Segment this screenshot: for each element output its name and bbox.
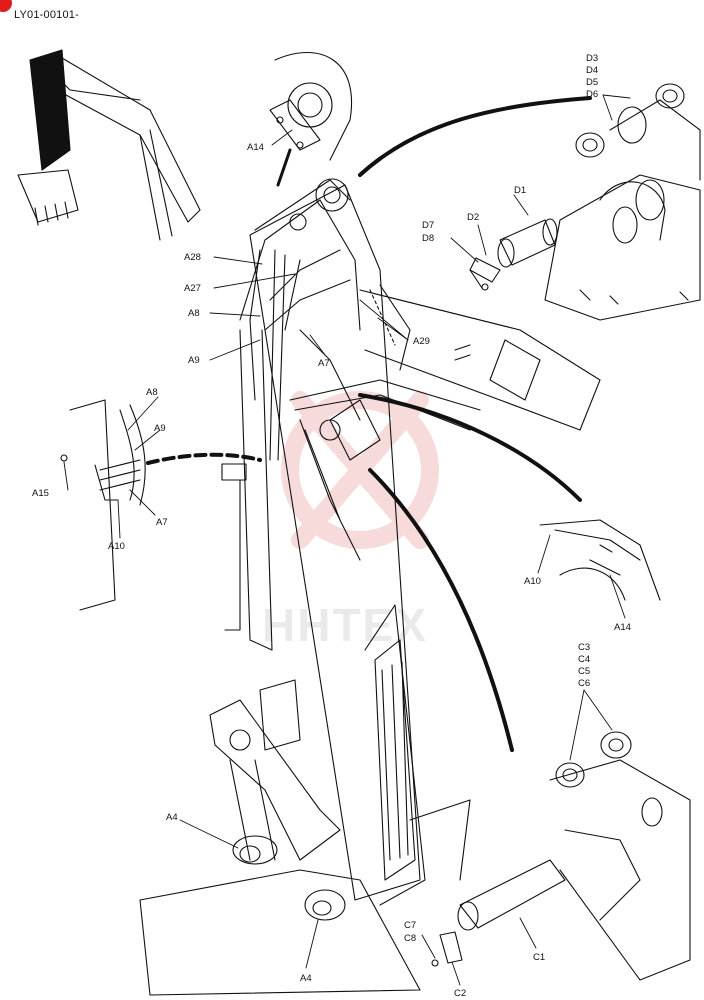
label-a4-upper: A4 [166,812,178,823]
label-inset-a7: A7 [156,517,168,528]
label-c6: C6 [578,678,590,689]
label-a27: A27 [184,283,201,294]
detail-connector-arcs [146,96,592,752]
label-c1: C1 [533,952,545,963]
hose-clip-inset [539,519,661,601]
label-inset-a8: A8 [146,387,158,398]
label-d6: D6 [586,89,598,100]
label-inset-a10: A10 [108,541,125,552]
label-a28: A28 [184,252,201,263]
boom-pin-c-detail [431,731,691,981]
document-code: LY01-00101- [14,9,79,21]
label-d8: D8 [422,233,434,244]
label-d1: D1 [514,185,526,196]
label-d3: D3 [586,53,598,64]
label-a8: A8 [188,308,200,319]
label-a29: A29 [413,336,430,347]
label-d4: D4 [586,65,598,76]
boom-base-linkage [139,679,471,996]
upper-pin-detail [269,51,352,161]
label-c2: C2 [454,988,466,999]
label-a4-lower: A4 [300,973,312,984]
label-d5: D5 [586,77,598,88]
label-a7: A7 [318,358,330,369]
callout-leaders [63,94,631,986]
label-a14-top: A14 [247,142,264,153]
excavator-thumbnail [17,49,201,241]
hose-clamp-inset [60,399,146,611]
label-d2: D2 [467,212,479,223]
page-corner-marker [0,0,12,12]
pin-d1-assembly [469,218,558,291]
boom-assembly [221,178,426,906]
boom-foot-detail [544,83,701,321]
hydraulic-hose-routing [249,249,481,561]
label-right-a14: A14 [614,622,631,633]
watermark-gear [281,391,439,549]
arm-cylinder [359,289,601,431]
label-c3: C3 [578,642,590,653]
label-a9: A9 [188,355,200,366]
label-d7: D7 [422,220,434,231]
label-c5: C5 [578,666,590,677]
label-inset-a15: A15 [32,488,49,499]
label-c7: C7 [404,920,416,931]
label-c8: C8 [404,933,416,944]
label-c4: C4 [578,654,590,665]
callout-labels: A14 A28 A27 A8 A9 A7 A29 D1 D2 D7 D8 D3 … [32,53,631,999]
label-inset-a9: A9 [154,423,166,434]
label-right-a10: A10 [524,576,541,587]
